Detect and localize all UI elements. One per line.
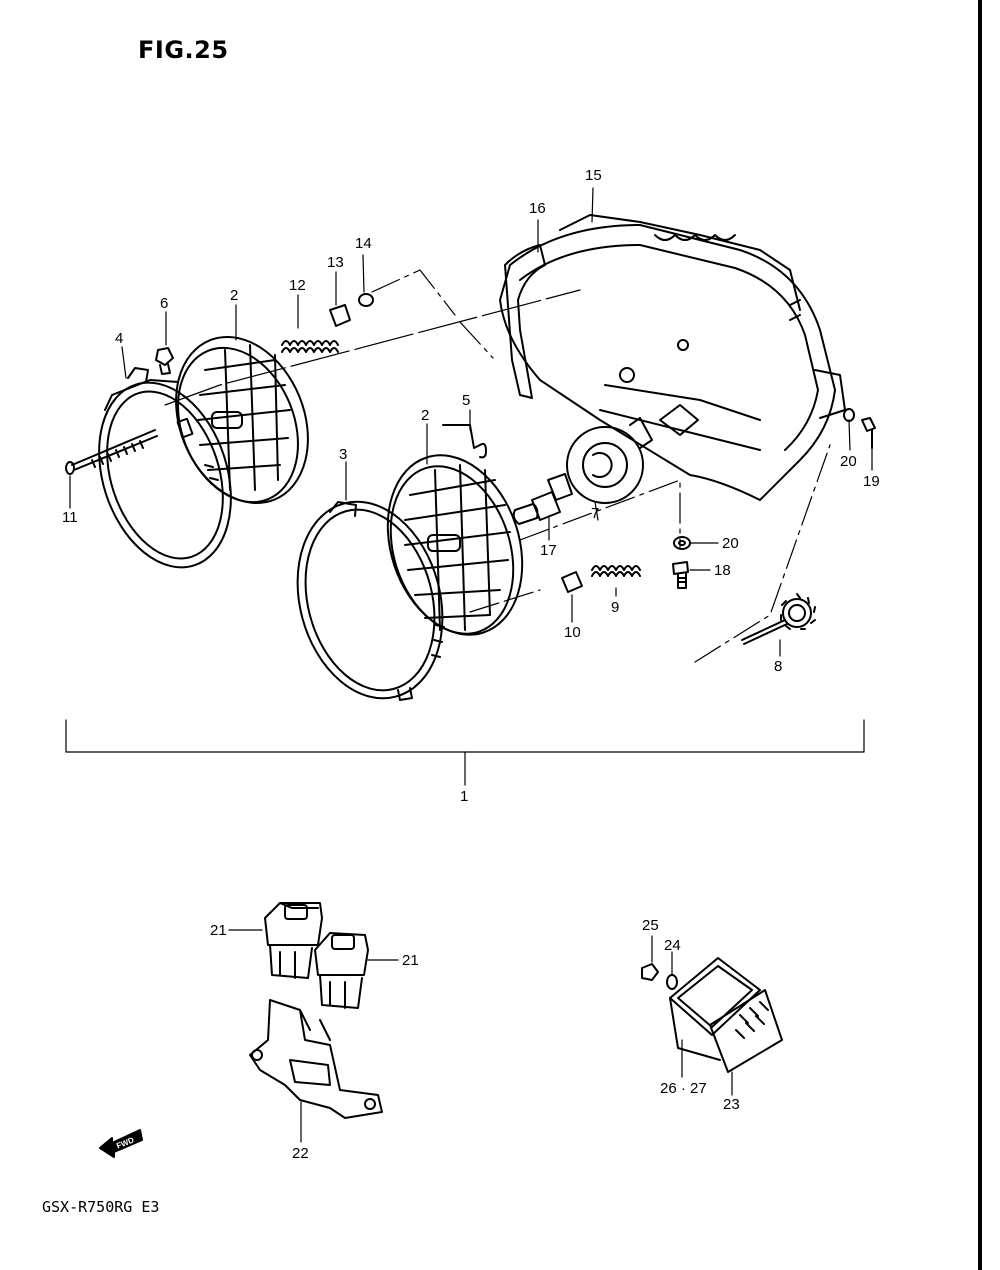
callout-10: 10 [564, 624, 581, 641]
callout-9: 9 [611, 599, 619, 616]
right-headlight-rim [296, 500, 445, 701]
forward-arrow-icon [99, 1129, 143, 1158]
model-code: GSX-R750RG E3 [42, 1198, 160, 1216]
callout-13: 13 [327, 254, 344, 271]
callout-7: 7 [591, 505, 599, 522]
washer-right-top [843, 408, 855, 422]
left-adjuster-spring [281, 340, 339, 353]
fwd-label: FWD [115, 1135, 135, 1150]
callout-3: 3 [339, 446, 347, 463]
bulb-socket [566, 417, 653, 504]
callout-19: 19 [863, 473, 880, 490]
relay-mount-bracket [249, 999, 383, 1119]
mount-bolt [672, 561, 689, 589]
reflector-nut [641, 963, 659, 981]
reflector-gasket [669, 957, 761, 1061]
callout-26-27: 26 · 27 [660, 1080, 707, 1097]
callout-4: 4 [115, 330, 123, 347]
callout-14: 14 [355, 235, 372, 252]
left-headlight-rim [98, 367, 232, 569]
callout-5: 5 [462, 392, 470, 409]
callout-11: 11 [62, 509, 78, 526]
reflector-lens [709, 989, 783, 1073]
right-adjuster-spring [591, 565, 641, 577]
callout-21-left: 21 [210, 922, 227, 939]
bulb-halogen [512, 473, 573, 525]
left-cap [358, 293, 374, 307]
right-spring-clip [561, 571, 583, 593]
callout-15: 15 [585, 167, 602, 184]
relay-front [264, 902, 323, 979]
callout-12: 12 [289, 277, 306, 294]
washer-center [673, 536, 691, 550]
callout-22: 22 [292, 1145, 309, 1162]
relay-rear [314, 932, 369, 1009]
callout-25: 25 [642, 917, 659, 934]
housing-screw [861, 417, 876, 449]
callout-21-right: 21 [402, 952, 419, 969]
left-adjuster-nut [155, 347, 174, 375]
callout-23: 23 [723, 1096, 740, 1113]
callout-16: 16 [529, 200, 546, 217]
callout-1: 1 [460, 788, 468, 805]
callout-20-right: 20 [840, 453, 857, 470]
callout-2-left: 2 [230, 287, 238, 304]
scan-edge-bar [978, 0, 982, 1270]
housing-seal [504, 244, 546, 399]
callout-17: 17 [540, 542, 557, 559]
position-lamp-wire-clip [442, 424, 487, 459]
left-headlight-lens [175, 335, 309, 505]
callout-6: 6 [160, 295, 168, 312]
figure-title: FIG.25 [138, 36, 229, 64]
adjust-gear-screw [741, 593, 816, 645]
left-adjust-screw [65, 429, 158, 475]
callout-18: 18 [714, 562, 731, 579]
leader-lines [65, 187, 873, 786]
callout-20-center: 20 [722, 535, 739, 552]
callout-8: 8 [774, 658, 782, 675]
leader-lines-lower [228, 929, 733, 1143]
reflector-washer [666, 974, 678, 990]
left-spring-clip [329, 304, 351, 327]
right-headlight-lens [386, 454, 524, 636]
headlight-housing [499, 214, 846, 501]
callout-2-right: 2 [421, 407, 429, 424]
callout-24: 24 [664, 937, 681, 954]
